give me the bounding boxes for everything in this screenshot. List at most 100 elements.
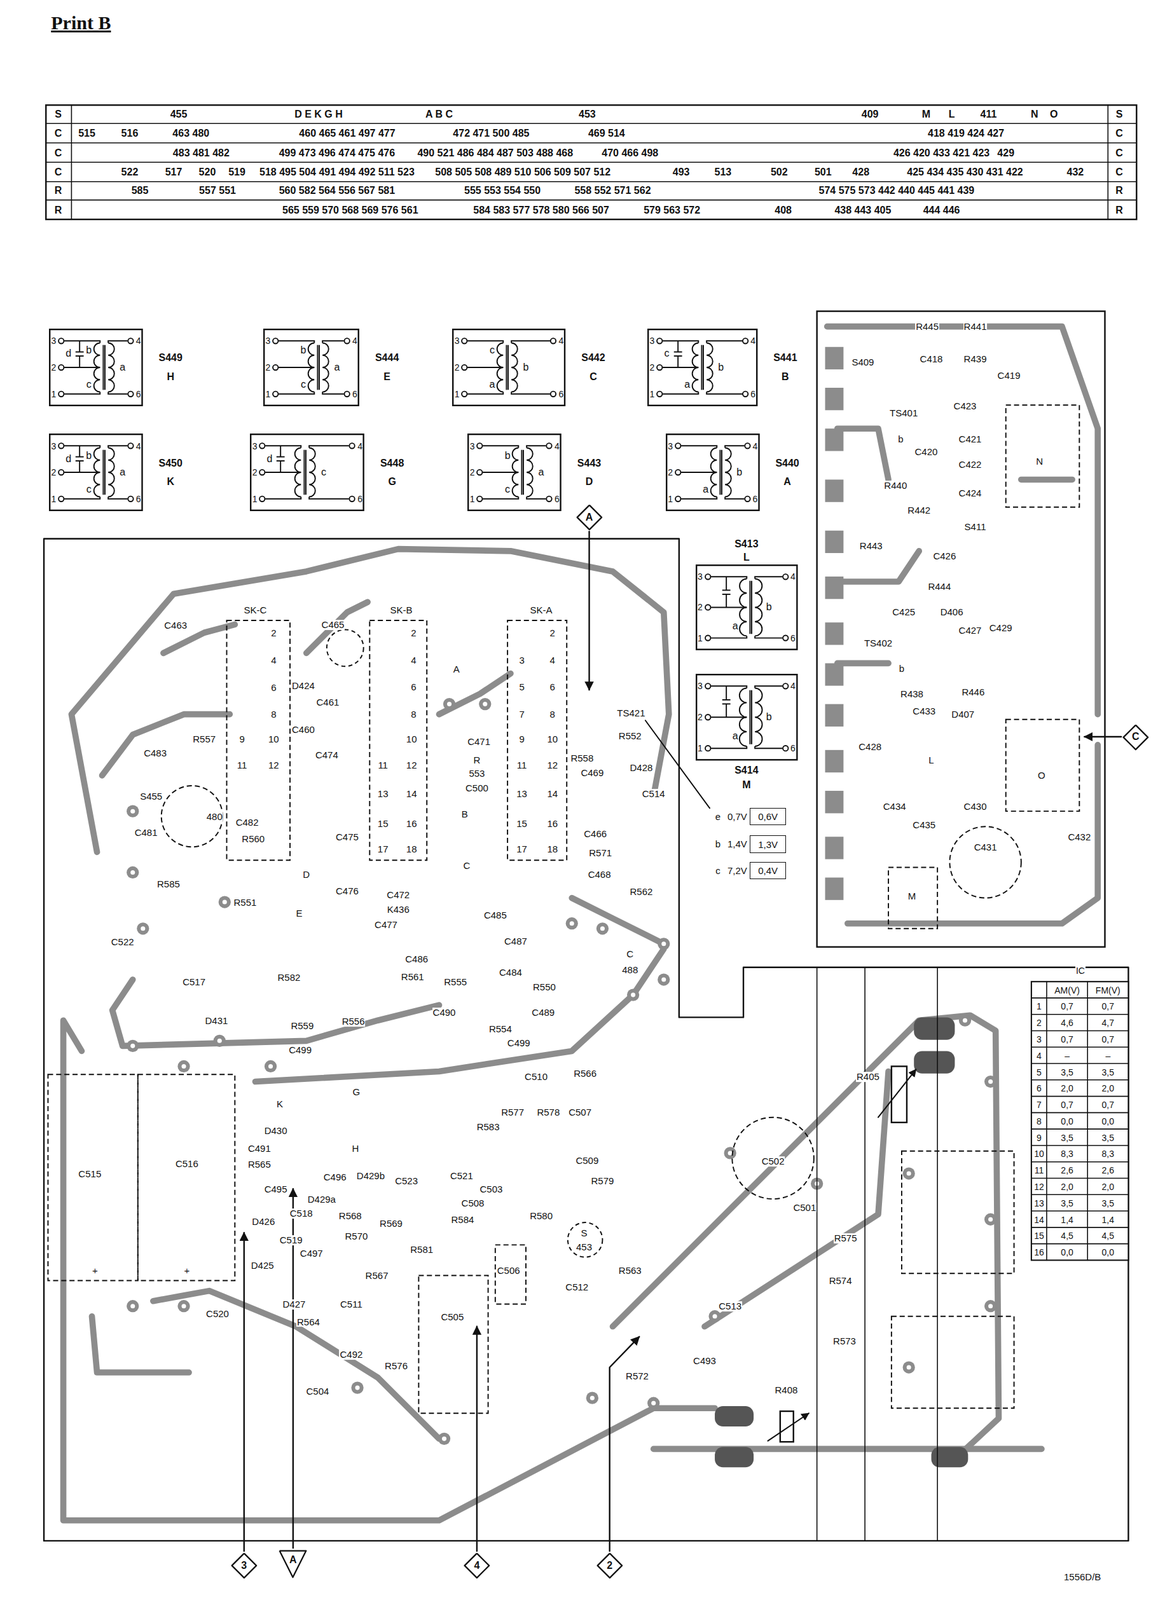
part-label: S409 [850,357,875,368]
part-label: C506 [496,1266,521,1277]
pin-terminal [744,496,750,502]
signal-arrow [1084,736,1122,738]
table-rule [1031,1063,1129,1065]
part-label: C513 [717,1302,743,1313]
part-label: D428 [629,763,654,774]
table-cell: 4,5 [1101,1231,1115,1242]
copper-trace [837,660,889,668]
pin-number: 11 [516,760,528,771]
capacitor-outline [495,1245,526,1305]
coil-wire [506,345,508,391]
part-label: R443 [859,541,884,552]
copper-trace [571,898,664,945]
solder-pad [984,1075,997,1089]
coil-symbol [48,328,144,407]
table-cell: 10 [1033,1149,1045,1160]
coil-wire [511,392,551,395]
part-label: C484 [498,967,523,979]
table-rule [1086,981,1089,1261]
table-cell: 5 [1035,1067,1043,1078]
part-label: R579 [590,1176,615,1187]
table-cell: 13 [1033,1199,1045,1209]
pin-terminal [546,496,552,502]
secondary-winding [108,343,115,393]
copper-trace [112,979,440,1047]
part-label: R439 [963,354,988,365]
table-cell: 11 [1033,1166,1045,1176]
coil-box: 32146abS414M [695,674,799,794]
solder-pad [958,1014,972,1028]
table-cell: C [1114,167,1124,179]
part-label: R446 [960,687,986,698]
pin-number: 3 [667,441,673,451]
board-outline [817,311,1106,948]
coil-box: 32146dbcaS450K [48,433,198,512]
coil-name: H [166,372,175,383]
part-label: C504 [305,1386,330,1398]
part-label: SK-C [243,605,268,616]
solder-pad [724,1147,737,1160]
part-label: C496 [323,1172,348,1183]
table-rule [1031,1128,1129,1131]
pin-terminal [705,745,711,752]
pin-number: 4 [136,336,142,346]
pin-terminal [58,391,64,397]
part-label: C476 [335,886,360,897]
capacitor-outline [326,629,364,667]
pin-number: 5 [518,682,525,693]
table-cell: 408 [773,204,793,216]
pad-hole [130,1044,135,1049]
connector-letter: A [289,1555,297,1566]
coil-wire [467,392,504,395]
winding-letter: a [732,621,739,632]
socket-outline [226,620,290,861]
signal-arrow [609,1337,640,1552]
pin-number: 6 [750,389,756,399]
pin-number: 2 [549,628,556,639]
board-rule [864,967,866,1542]
pin-number: 8 [270,709,277,720]
part-label: R562 [629,887,654,898]
secondary-winding [754,578,762,636]
pin-terminal [58,338,64,344]
pin-terminal [349,443,355,449]
table-cell: A B C [424,108,454,120]
pin-number: 2 [270,628,277,639]
coil-frame [264,329,360,406]
table-cell: 2,0 [1101,1182,1115,1193]
table-rule [1046,981,1048,1261]
pin-number: 17 [377,844,390,855]
coil-wire [725,576,727,591]
part-label: C [462,861,471,872]
coil-symbol [263,328,360,407]
pin-number: 2 [454,363,460,373]
part-label: C426 [932,551,957,562]
part-label: C482 [235,817,260,828]
pin-number: 6 [136,494,142,504]
part-label: C420 [914,447,939,458]
page-title: Print B [50,12,111,34]
part-label: R555 [443,977,468,988]
pad-hole [906,1171,912,1176]
pin-number: 2 [469,468,476,477]
part-label: + [183,1266,191,1277]
table-cell: C [54,167,63,179]
table-cell: 469 514 [587,128,626,140]
coil-name: S441 [773,352,797,364]
secondary-winding [724,448,732,498]
signal-arrow [476,1327,478,1552]
table-cell: 515 [77,128,97,140]
table-cell: 3,5 [1060,1133,1074,1143]
part-label: D429b [356,1171,386,1182]
coil-wire [483,446,519,449]
part-label: R572 [625,1371,650,1382]
table-rule [1031,1079,1129,1082]
coil-symbol [695,564,799,651]
winding-letter: b [523,362,530,373]
table-cell: 1,4 [1060,1215,1074,1225]
coil-wire [278,366,315,369]
table-cell: 3,5 [1101,1067,1115,1078]
coil-symbol [647,328,758,407]
pin-number: 6 [136,389,142,399]
part-label: C503 [478,1184,504,1195]
